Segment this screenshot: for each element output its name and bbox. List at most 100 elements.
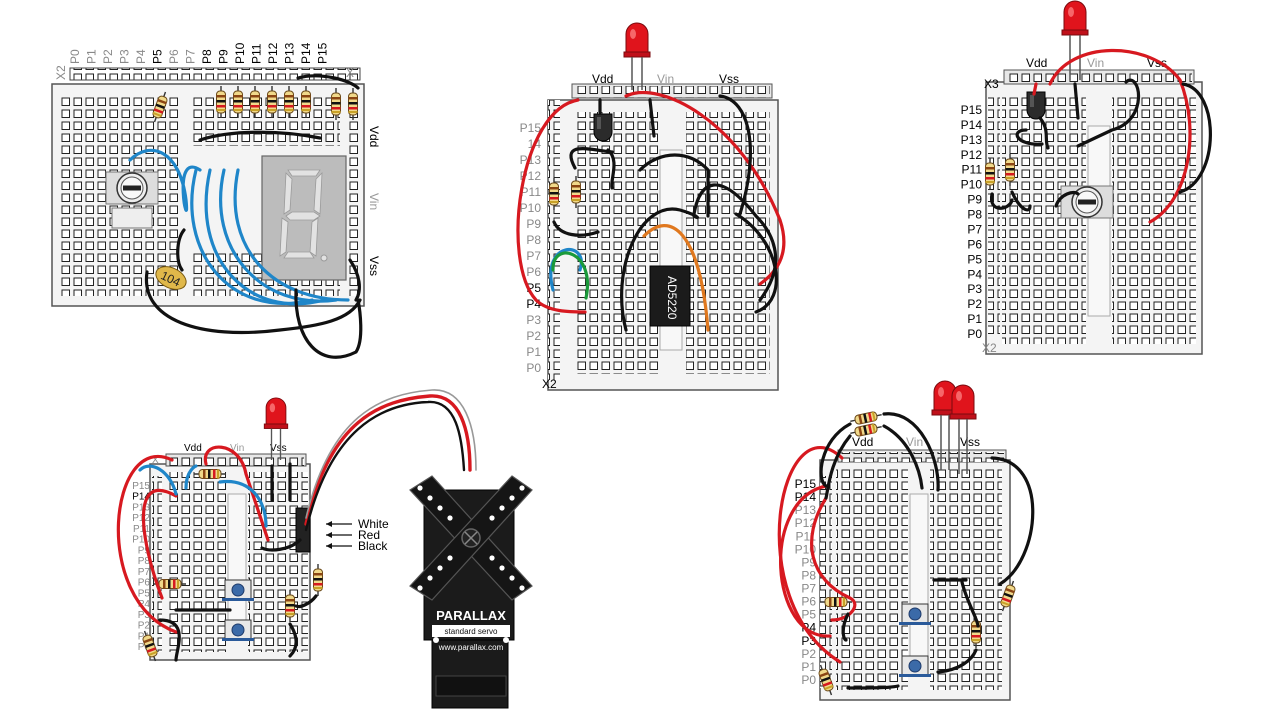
pin-label: P11 [521, 185, 542, 199]
pin-label: P7 [184, 49, 198, 64]
capacitor-icon: 104 [155, 266, 187, 290]
pin-label: P0 [68, 49, 82, 64]
pin-label: P13 [795, 503, 817, 517]
pin-label: P15 [520, 121, 542, 135]
pin-label: P6 [167, 49, 181, 64]
pin-label: P0 [801, 673, 816, 687]
lead-label-red: Red [358, 528, 380, 542]
ic-chip: AD5220 [649, 265, 691, 327]
pin-label: P2 [526, 329, 541, 343]
pushbutton-icon [898, 655, 932, 678]
pin-label: P4 [138, 599, 151, 610]
pin-label: P5 [151, 49, 165, 64]
pin-label: P10 [233, 42, 247, 64]
pin-label: P6 [526, 265, 541, 279]
led-icon [1061, 0, 1089, 80]
pin-label: P0 [526, 361, 541, 375]
pin-label: P8 [801, 568, 816, 582]
pin-label: P2 [801, 647, 816, 661]
pin-label: P1 [526, 345, 541, 359]
chip-label: AD5220 [665, 276, 679, 320]
pin-label: P15 [961, 103, 983, 117]
pin-label: P11 [962, 163, 983, 177]
lead-label-black: Black [358, 539, 388, 553]
pin-label: P7 [138, 567, 151, 578]
pin-label: P10 [961, 178, 983, 192]
pin-label: P4 [134, 49, 148, 64]
rail-label-vdd: Vdd [852, 435, 873, 449]
led-icon [263, 397, 289, 461]
header-label: X2 [54, 65, 68, 80]
rail-label-vin: Vin [1087, 56, 1104, 70]
header-label: X3 [984, 77, 999, 91]
board-two-leds: Vdd Vin Vss P15P14P13P12P11P10P9P8P7P6P5… [777, 380, 1035, 701]
pin-label: P13 [283, 42, 297, 64]
servo-lead-labels: White Red Black [326, 517, 389, 553]
pin-label: P14 [299, 42, 313, 64]
rail-label-vss: Vss [270, 443, 287, 454]
pin-label: P14 [961, 118, 983, 132]
rail-label-vss: Vss [367, 256, 381, 276]
pin-label: P2 [101, 49, 115, 64]
pin-label: P15 [795, 477, 817, 491]
pin-label: P2 [138, 621, 151, 632]
pin-label: P12 [961, 148, 983, 162]
pin-label: P0 [138, 642, 151, 653]
pin-label: P2 [967, 297, 982, 311]
pin-label: P3 [967, 282, 982, 296]
pushbutton-icon [221, 579, 255, 602]
transistor-icon [593, 113, 613, 142]
lead-label-white: White [358, 517, 389, 531]
pin-label: P10 [520, 201, 542, 215]
rail-label-vdd: Vdd [592, 72, 613, 86]
rail-label-vdd: Vdd [1026, 56, 1047, 70]
led-icon [949, 384, 977, 474]
rail-label-vin: Vin [906, 435, 923, 449]
pin-label: P9 [217, 49, 231, 64]
pin-label: P12 [795, 516, 817, 530]
pin-label: P1 [967, 312, 982, 326]
header-strip [69, 67, 361, 81]
wires [777, 412, 1035, 690]
led-icon [931, 380, 959, 470]
transistor-icon [1026, 91, 1046, 120]
board-potentiometer: Vdd Vin Vss X3 X2 P15P14P13P12P11P10P9P8… [961, 0, 1212, 355]
pin-label: P9 [967, 193, 982, 207]
servo-icon: PARALLAX standard servo www.parallax.com [409, 475, 533, 709]
pushbutton-icon [221, 619, 255, 642]
wires [128, 74, 363, 359]
pin-label: P7 [967, 222, 982, 236]
header-label: X [152, 455, 159, 466]
pin-label: P3 [526, 313, 541, 327]
pin-label: P1 [801, 660, 816, 674]
pin-label: P12 [132, 513, 150, 524]
pin-label: P9 [526, 217, 541, 231]
servo-url: www.parallax.com [438, 643, 504, 652]
pin-label: P8 [526, 233, 541, 247]
pin-label: P5 [967, 252, 982, 266]
pin-label: P6 [967, 237, 982, 251]
servo-brand: PARALLAX [436, 608, 506, 623]
seven-segment-display-icon [261, 155, 347, 281]
wires [116, 389, 477, 662]
pin-label: P8 [138, 556, 151, 567]
pin-label: P13 [961, 133, 983, 147]
pin-label: P8 [200, 49, 214, 64]
wires [516, 91, 786, 332]
pin-label: P0 [967, 327, 982, 341]
pin-label: P11 [133, 524, 150, 535]
potentiometer-icon [1060, 185, 1114, 219]
pin-label: P12 [266, 42, 280, 64]
potentiometer-icon [105, 171, 159, 205]
rail-label-vin: Vin [367, 193, 381, 210]
rail-label-vin: Vin [230, 443, 244, 454]
pin-label: P3 [118, 49, 132, 64]
rail-label-vss: Vss [960, 435, 980, 449]
pin-label: P15 [316, 42, 330, 64]
pin-label: P6 [138, 578, 151, 589]
